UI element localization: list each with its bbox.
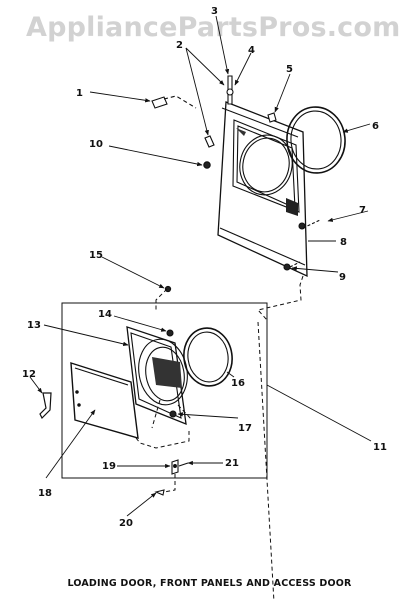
callout-10: 10: [89, 139, 103, 150]
callout-5: 5: [286, 64, 293, 75]
inner-door-frame: [126, 285, 188, 426]
callout-11: 11: [373, 442, 387, 453]
callout-12: 12: [22, 369, 36, 380]
latch-hardware: [154, 459, 189, 496]
assembly-guide-lines: [135, 275, 304, 600]
callout-8: 8: [340, 237, 347, 248]
callout-21: 21: [225, 458, 239, 469]
diagram-caption: LOADING DOOR, FRONT PANELS AND ACCESS DO…: [67, 578, 352, 589]
leader-lines: [29, 15, 372, 517]
door-handle: [39, 392, 52, 420]
callout-18: 18: [38, 488, 52, 499]
callout-numbers: 1 2 3 4 5 6 7 8 9 10 11 12 13 14 15 16 1…: [22, 6, 387, 529]
callout-7: 7: [359, 205, 366, 216]
callout-17: 17: [238, 423, 252, 434]
callout-19: 19: [102, 461, 116, 472]
door-gasket-ring: [286, 106, 346, 174]
callout-9: 9: [339, 272, 346, 283]
callout-15: 15: [89, 250, 103, 261]
access-door-panel: [70, 362, 139, 439]
upper-hardware: [151, 75, 321, 271]
door-ring: [183, 327, 233, 387]
access-door-group-frame: [61, 302, 268, 479]
callout-13: 13: [27, 320, 41, 331]
callout-6: 6: [372, 121, 379, 132]
callout-20: 20: [119, 518, 133, 529]
front-panel: [217, 101, 308, 278]
callout-16: 16: [231, 378, 245, 389]
callout-4: 4: [248, 45, 255, 56]
watermark-logo: AppliancePartsPros.com: [26, 12, 401, 43]
callout-14: 14: [98, 309, 112, 320]
callout-2: 2: [176, 40, 183, 51]
callout-1: 1: [76, 88, 83, 99]
callout-3: 3: [211, 6, 218, 17]
